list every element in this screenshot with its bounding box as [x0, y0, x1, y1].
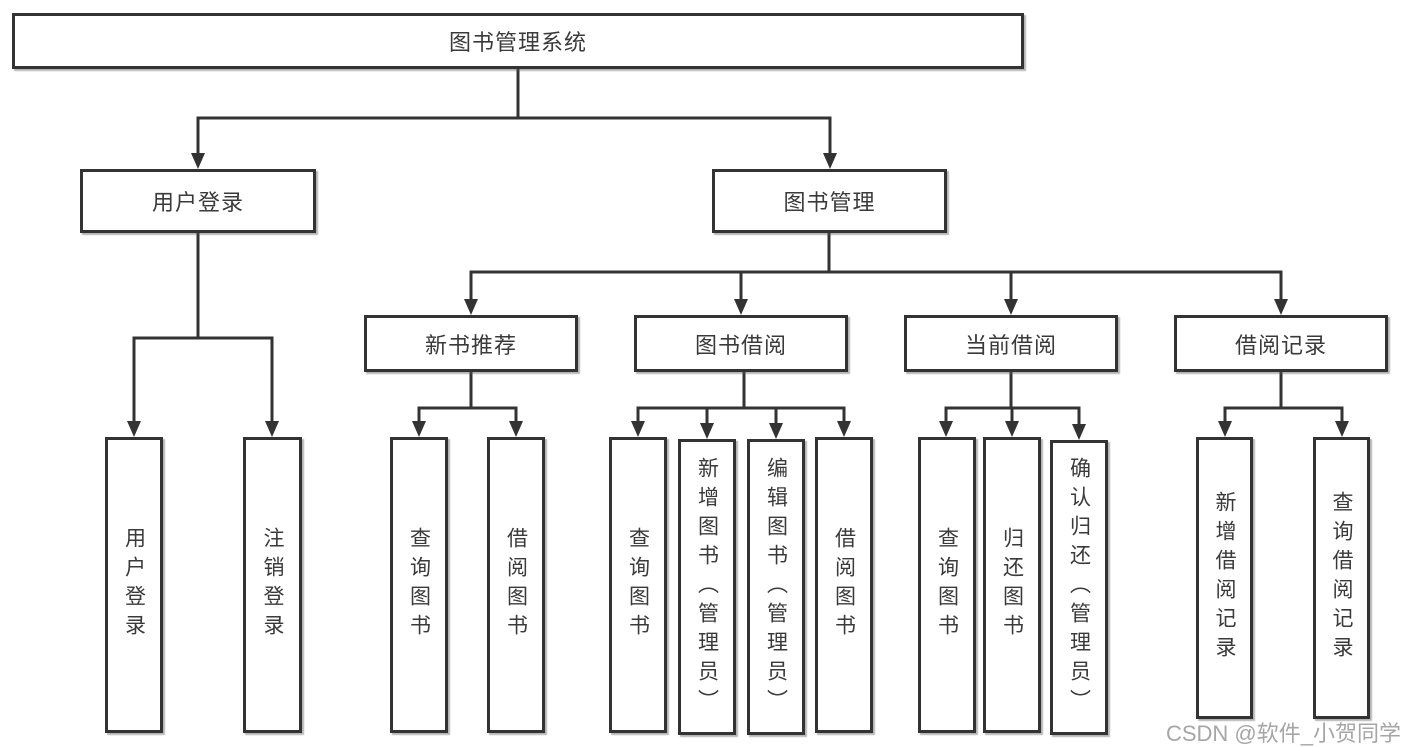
node-label: 查询图书	[407, 527, 431, 643]
leaf-confirm-return-admin: 确认归还（管理员）	[1050, 440, 1108, 735]
leaf-borrow-books: 借阅图书	[487, 437, 545, 733]
node-label: 新增图书（管理员）	[695, 456, 719, 718]
node-label: 用户登录	[151, 190, 244, 215]
node-label: 新增借阅记录	[1213, 491, 1236, 665]
node-label: 新书推荐	[424, 332, 517, 358]
node-label: 查询借阅记录	[1330, 491, 1353, 665]
node-label: 图书管理	[783, 190, 876, 215]
group-borrowing-records: 借阅记录	[1174, 315, 1388, 372]
node-label: 查询图书	[935, 527, 959, 643]
node-label: 确认归还（管理员）	[1067, 457, 1091, 718]
csdn-watermark: CSDN @软件_小贺同学	[1165, 721, 1401, 746]
group-book-borrowing: 图书借阅	[634, 315, 848, 372]
node-label: 借阅记录	[1234, 332, 1327, 358]
node-label: 用户登录	[122, 527, 146, 643]
leaf-edit-books-admin: 编辑图书（管理员）	[747, 439, 805, 735]
leaf-return-books: 归还图书	[983, 437, 1041, 733]
node-label: 借阅图书	[504, 527, 528, 643]
leaf-logout-login: 注销登录	[243, 437, 302, 733]
leaf-query-borrow-record: 查询借阅记录	[1313, 437, 1370, 719]
node-label: 图书管理系统	[448, 30, 587, 55]
leaf-query-books: 查询图书	[390, 437, 448, 733]
node-label: 借阅图书	[832, 527, 856, 643]
leaf-add-borrow-record: 新增借阅记录	[1196, 437, 1253, 719]
leaf-borrow-books: 借阅图书	[815, 437, 873, 733]
group-current-borrowing: 当前借阅	[904, 315, 1118, 372]
node-book-management: 图书管理	[712, 169, 947, 233]
node-label: 当前借阅	[964, 332, 1057, 358]
node-label: 图书借阅	[694, 332, 787, 358]
leaf-user-login: 用户登录	[105, 437, 163, 733]
leaf-add-books-admin: 新增图书（管理员）	[678, 439, 736, 735]
node-label: 归还图书	[1000, 527, 1024, 643]
node-user-login: 用户登录	[80, 169, 316, 233]
node-library-system: 图书管理系统	[12, 13, 1024, 69]
leaf-query-books: 查询图书	[609, 437, 667, 733]
node-label: 查询图书	[626, 527, 650, 643]
node-label: 注销登录	[261, 527, 284, 643]
leaf-query-books: 查询图书	[918, 437, 976, 733]
node-label: 编辑图书（管理员）	[764, 456, 788, 718]
group-new-book-recommendation: 新书推荐	[364, 315, 578, 372]
